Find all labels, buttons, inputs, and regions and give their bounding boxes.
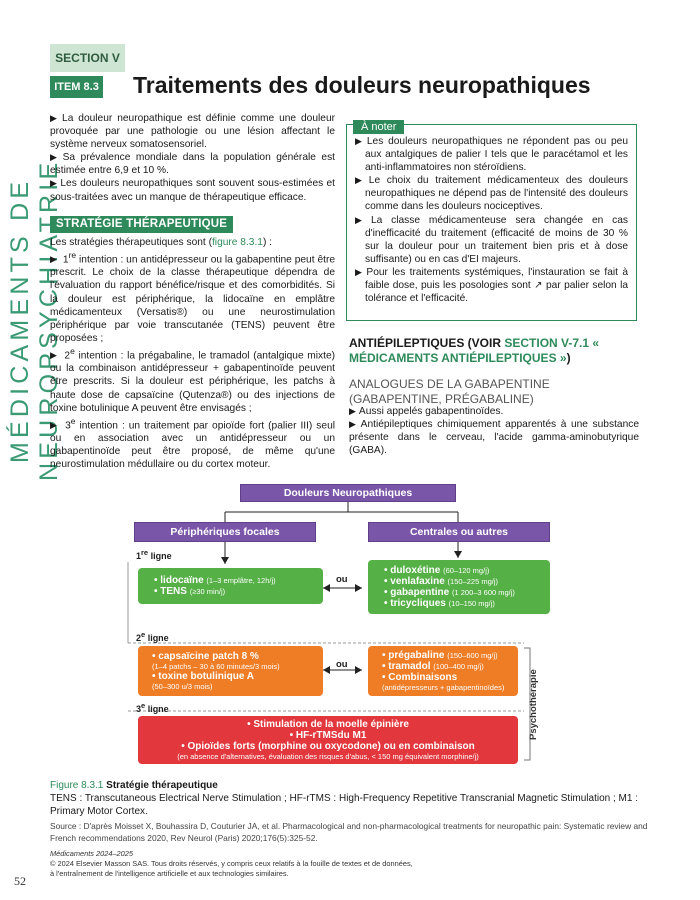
treatment-item: • gabapentine (1 200–3 600 mg/j) bbox=[384, 587, 515, 598]
bullet-arrow-icon: ▶ bbox=[50, 350, 58, 361]
gabapentin-body: ▶Aussi appelés gabapentinoïdes. ▶Antiépi… bbox=[349, 406, 639, 457]
arrow-left-icon bbox=[323, 666, 330, 674]
page-title: Traitements des douleurs neuropathiques bbox=[133, 72, 591, 98]
arrow-down-icon bbox=[454, 551, 462, 558]
section-tab: SECTION V bbox=[50, 44, 125, 72]
central-branch-box: Centrales ou autres bbox=[368, 522, 550, 542]
page-number: 52 bbox=[14, 874, 26, 888]
bullet-arrow-icon: ▶ bbox=[50, 113, 60, 123]
bullet-arrow-icon: ▶ bbox=[349, 406, 356, 416]
figure-source: Source : D'après Moisset X, Bouhassira D… bbox=[50, 821, 648, 843]
item-tab: ITEM 8.3 bbox=[50, 76, 103, 98]
treatment-item: • tramadol (100–400 mg/j) bbox=[382, 661, 484, 672]
left-column: ▶La douleur neuropathique est définie co… bbox=[50, 112, 335, 472]
figure-number: Figure 8.3.1 bbox=[50, 780, 104, 791]
line-label-second: 2e ligne bbox=[136, 630, 169, 643]
treatment-item: • capsaïcine patch 8 % bbox=[152, 651, 259, 662]
note-box: ▶Les douleurs neuropathiques ne réponden… bbox=[346, 124, 637, 321]
strategy-intro: Les stratégies thérapeutiques sont (figu… bbox=[50, 236, 273, 248]
peripheral-branch-box: Périphériques focales bbox=[134, 522, 316, 542]
paragraph-underestimated: ▶Les douleurs neuropathiques sont souven… bbox=[50, 178, 335, 203]
figure-caption: Figure 8.3.1 Stratégie thérapeutique TEN… bbox=[50, 780, 650, 844]
gabapentin-subheading: ANALOGUES DE LA GABAPENTINE (GABAPENTINE… bbox=[349, 377, 550, 406]
treatment-item: • toxine botulinique A bbox=[152, 671, 255, 682]
bullet-arrow-icon: ▶ bbox=[355, 136, 364, 146]
bullet-arrow-icon: ▶ bbox=[355, 266, 364, 277]
first-intention: ▶ 1re intention : un antidépresseur ou l… bbox=[50, 249, 336, 344]
note-item: ▶Le choix du traitement médicamenteux de… bbox=[355, 175, 629, 213]
bullet-arrow-icon: ▶ bbox=[50, 254, 57, 265]
third-intention: ▶ 3e intention : un traitement par opioï… bbox=[50, 415, 335, 471]
copyright-footer: Médicaments 2024–2025 © 2024 Elsevier Ma… bbox=[50, 849, 413, 878]
treatment-item: • TENS (≥30 min/j) bbox=[154, 586, 226, 597]
antiepileptics-heading: ANTIÉPILEPTIQUES (VOIR SECTION V-7.1 « M… bbox=[349, 336, 600, 365]
strategy-heading: STRATÉGIE THÉRAPEUTIQUE bbox=[50, 215, 234, 233]
second-intention: ▶ 2e intention : la prégabaline, le tram… bbox=[50, 345, 335, 414]
line-label-third: 3e ligne bbox=[136, 701, 169, 714]
arrow-left-icon bbox=[323, 584, 330, 592]
second-line-peripheral-box: • capsaïcine patch 8 % (1–4 patchs – 30 … bbox=[138, 646, 323, 696]
or-label: ou bbox=[336, 659, 348, 670]
first-line-peripheral-box: • lidocaïne (1–3 emplâtre, 12h/j) • TENS… bbox=[138, 568, 323, 604]
second-line-central-box: • prégabaline (150–600 mg/j) • tramadol … bbox=[368, 646, 518, 696]
paragraph-definition: ▶La douleur neuropathique est définie co… bbox=[50, 113, 336, 151]
arrow-right-icon bbox=[355, 666, 362, 674]
bullet-arrow-icon: ▶ bbox=[50, 152, 60, 163]
bullet-arrow-icon: ▶ bbox=[349, 419, 358, 430]
bullet-arrow-icon: ▶ bbox=[50, 178, 58, 189]
arrow-right-icon bbox=[355, 584, 362, 592]
note-item: ▶La classe médicamenteuse sera changée e… bbox=[355, 214, 628, 265]
note-item: ▶Les douleurs neuropathiques ne réponden… bbox=[355, 136, 629, 174]
note-label: À noter bbox=[353, 120, 405, 134]
treatment-item: • prégabaline (150–600 mg/j) bbox=[382, 650, 498, 661]
treatment-item: • duloxétine (60–120 mg/j) bbox=[384, 565, 490, 576]
bullet-arrow-icon: ▶ bbox=[355, 214, 368, 225]
treatment-item: • tricycliques (10–150 mg/j) bbox=[384, 598, 495, 609]
treatment-item: • Combinaisons bbox=[382, 672, 458, 683]
diagram-root-box: Douleurs Neuropathiques bbox=[240, 484, 456, 502]
paragraph-prevalence: ▶Sa prévalence mondiale dans la populati… bbox=[50, 152, 336, 177]
third-line-box: • Stimulation de la moelle épinière • HF… bbox=[138, 716, 518, 764]
figure-link[interactable]: figure 8.3.1 bbox=[211, 236, 263, 248]
note-item: ▶Pour les traitements systémiques, l'ins… bbox=[355, 266, 628, 305]
bullet-arrow-icon: ▶ bbox=[50, 420, 59, 431]
arrow-down-icon bbox=[221, 557, 229, 564]
first-line-central-box: • duloxétine (60–120 mg/j) • venlafaxine… bbox=[368, 560, 550, 614]
or-label: ou bbox=[336, 574, 348, 585]
abbreviations: TENS : Transcutaneous Electrical Nerve S… bbox=[50, 792, 638, 817]
bullet-arrow-icon: ▶ bbox=[355, 175, 366, 186]
psychotherapy-label: Psychothérapie bbox=[528, 669, 539, 741]
treatment-item: • lidocaïne (1–3 emplâtre, 12h/j) bbox=[154, 575, 276, 586]
line-label-first: 1re ligne bbox=[136, 548, 172, 561]
treatment-item: • venlafaxine (150–225 mg/j) bbox=[384, 576, 498, 587]
section-link[interactable]: SECTION V-7.1 « MÉDICAMENTS ANTIÉPILEPTI… bbox=[349, 336, 600, 365]
side-title: MÉDICAMENTS DE NEUROPSYCHIATRIE bbox=[6, 158, 63, 482]
